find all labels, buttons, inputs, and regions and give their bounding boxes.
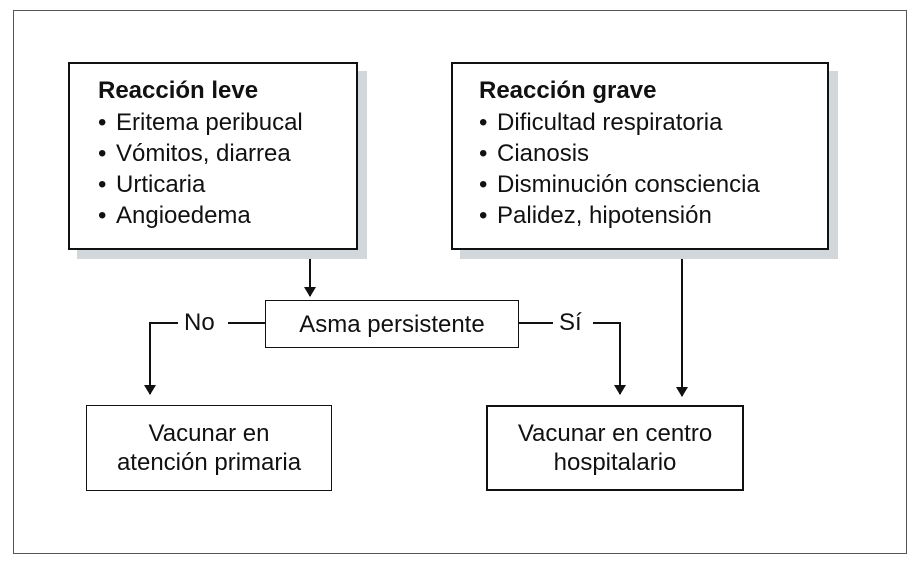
- outcome-hospital-line2: hospitalario: [553, 449, 677, 476]
- mild-reaction-list: Eritema peribucal Vómitos, diarrea Urtic…: [98, 107, 356, 231]
- branch-label-yes: Sí: [555, 309, 586, 337]
- mild-item: Vómitos, diarrea: [98, 138, 356, 169]
- decision-label: Asma persistente: [299, 310, 485, 338]
- diagram-frame: [13, 10, 907, 554]
- mild-reaction-box: Reacción leve Eritema peribucal Vómitos,…: [68, 62, 358, 250]
- mild-item: Urticaria: [98, 169, 356, 200]
- mild-item: Angioedema: [98, 200, 356, 231]
- mild-reaction-title: Reacción leve: [98, 77, 259, 104]
- severe-item: Cianosis: [479, 138, 827, 169]
- severe-item: Disminución consciencia: [479, 169, 827, 200]
- severe-item: Dificultad respiratoria: [479, 107, 827, 138]
- severe-reaction-box: Reacción grave Dificultad respiratoria C…: [451, 62, 829, 250]
- outcome-primary-line1: Vacunar en: [148, 420, 270, 447]
- outcome-primary-line2: atención primaria: [116, 449, 302, 476]
- decision-box: Asma persistente: [265, 300, 519, 348]
- arrow-yes-to-hospital: [593, 322, 626, 395]
- outcome-primary-care-box: Vacunar en atención primaria: [86, 405, 332, 491]
- arrow-no-to-primary: [144, 322, 178, 395]
- mild-item: Eritema peribucal: [98, 107, 356, 138]
- severe-reaction-title: Reacción grave: [479, 77, 657, 104]
- branch-label-no: No: [180, 309, 219, 337]
- severe-reaction-list: Dificultad respiratoria Cianosis Disminu…: [479, 107, 827, 231]
- severe-item: Palidez, hipotensión: [479, 200, 827, 231]
- outcome-hospital-box: Vacunar en centro hospitalario: [486, 405, 744, 491]
- outcome-hospital-line1: Vacunar en centro: [517, 420, 713, 447]
